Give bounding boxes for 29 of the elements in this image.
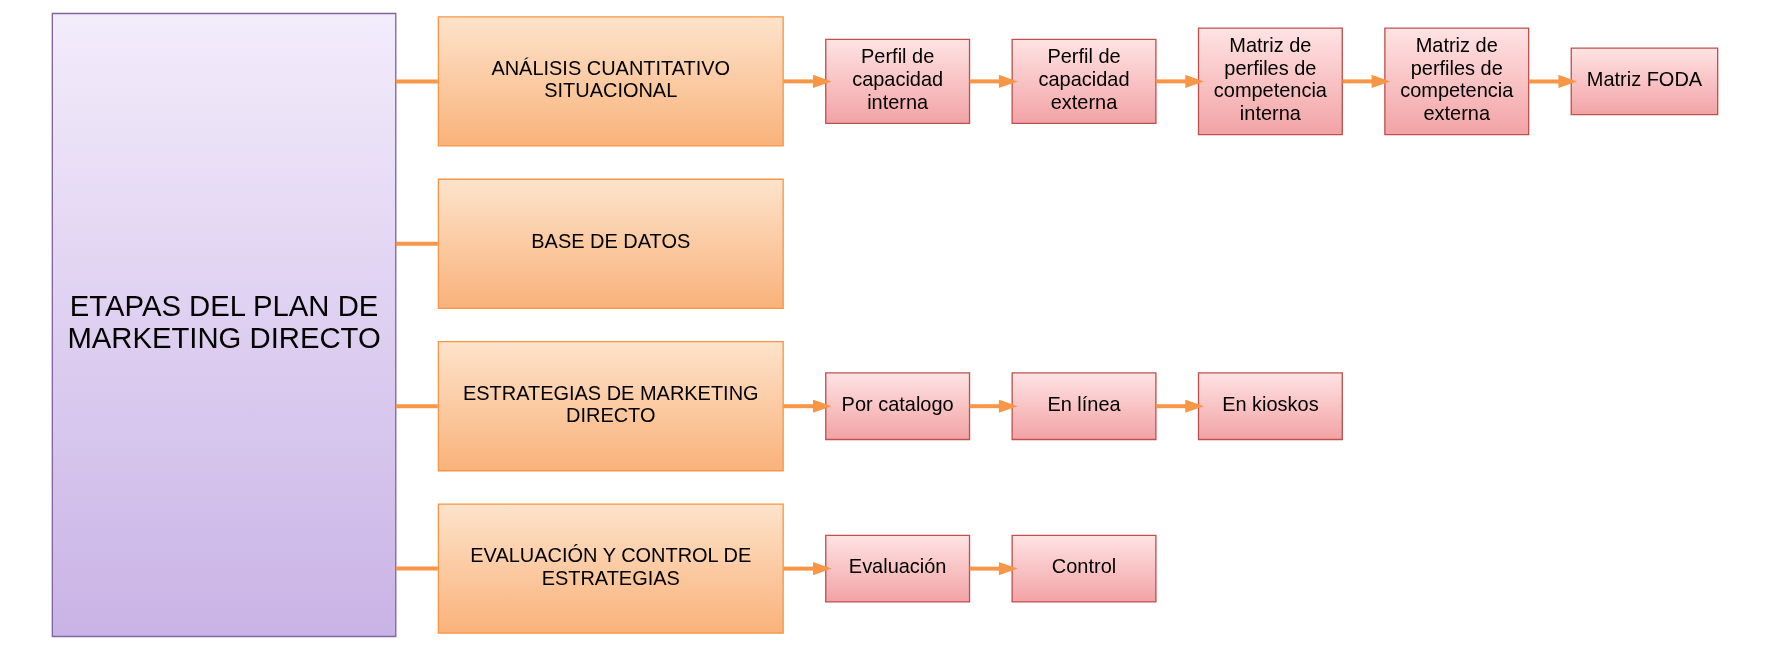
node-box: ANÁLISIS CUANTITATIVO SITUACIONAL (437, 16, 784, 147)
arrow (969, 399, 1018, 413)
arrow (783, 562, 832, 576)
arrow (783, 399, 832, 413)
connector (395, 241, 438, 246)
node-box: EVALUACIÓN Y CONTROL DE ESTRATEGIAS (437, 503, 784, 634)
arrow (969, 562, 1018, 576)
node-box: Matriz de perfiles de competencia externa (1384, 27, 1530, 136)
node-box: Matriz FODA (1570, 47, 1719, 116)
node-box: Control (1011, 534, 1157, 603)
arrow (1342, 74, 1391, 88)
arrow (783, 74, 832, 88)
node-box: ETAPAS DEL PLAN DE MARKETING DIRECTO (51, 12, 397, 638)
arrow (1156, 74, 1204, 88)
connector (395, 79, 438, 84)
node-box: Perfil de capacidad externa (1011, 38, 1157, 124)
arrow (969, 74, 1018, 88)
node-box: Matriz de perfiles de competencia interna (1197, 27, 1343, 136)
node-box: Evaluación (825, 534, 971, 603)
arrow (1156, 399, 1204, 413)
arrow (1528, 74, 1578, 88)
connector (395, 404, 438, 409)
node-box: Por catalogo (825, 372, 971, 441)
connector (395, 566, 438, 571)
node-box: Perfil de capacidad interna (825, 38, 971, 124)
node-box: BASE DE DATOS (437, 178, 784, 310)
node-box: En kioskos (1197, 372, 1343, 441)
node-box: En línea (1011, 372, 1157, 441)
node-box: ESTRATEGIAS DE MARKETING DIRECTO (437, 340, 784, 472)
